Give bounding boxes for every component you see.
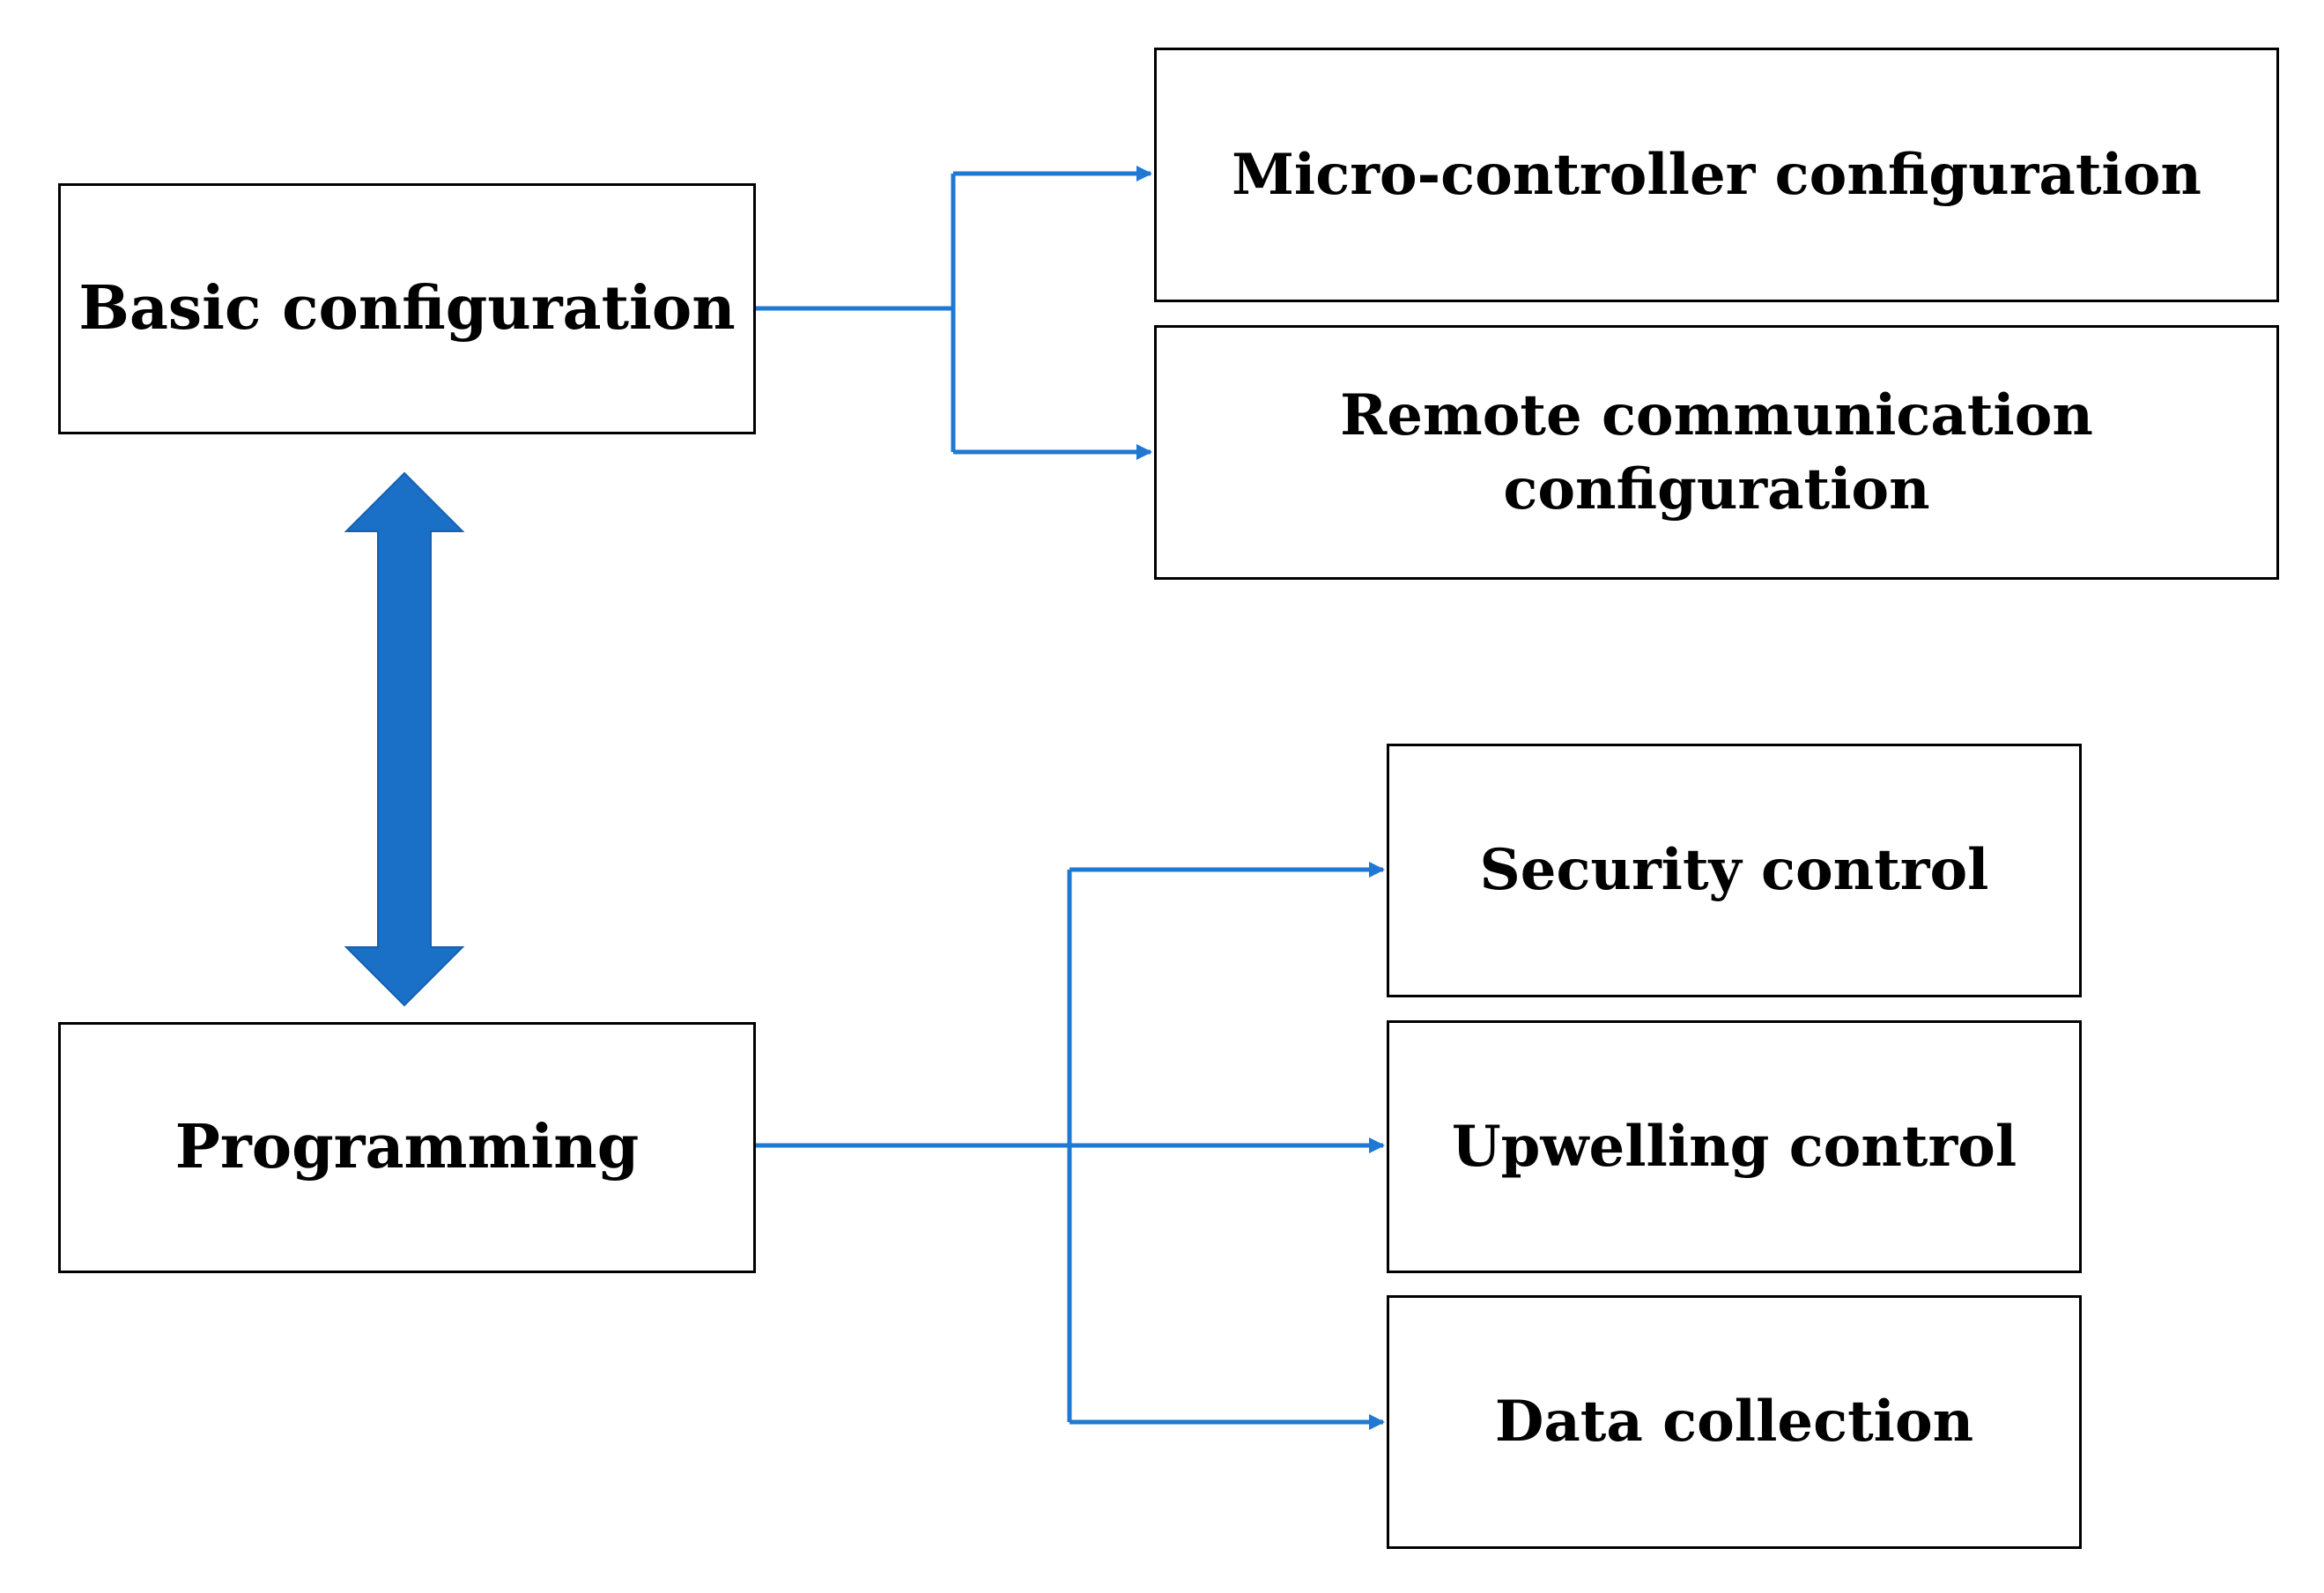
node-micro-controller-configuration-label: Micro-controller configuration bbox=[1232, 141, 2202, 208]
node-remote-communication-configuration: Remote communication configuration bbox=[1154, 325, 2279, 580]
node-remote-communication-label-line2: configuration bbox=[1503, 456, 1930, 522]
arrowhead-security-control bbox=[1369, 862, 1385, 878]
arrowhead-micro-controller bbox=[1136, 166, 1152, 182]
node-security-control-label: Security control bbox=[1479, 837, 1989, 904]
node-data-collection-label: Data collection bbox=[1494, 1389, 1974, 1456]
arrowhead-upwelling-control bbox=[1369, 1137, 1385, 1153]
node-basic-configuration: Basic configuration bbox=[58, 183, 756, 434]
node-programming: Programming bbox=[58, 1022, 756, 1273]
node-basic-configuration-label: Basic configuration bbox=[78, 273, 736, 345]
node-upwelling-control: Upwelling control bbox=[1387, 1020, 2082, 1273]
node-remote-communication-label-line1: Remote communication bbox=[1340, 382, 2093, 449]
arrowhead-remote-communication bbox=[1136, 444, 1152, 460]
node-programming-label: Programming bbox=[174, 1112, 640, 1183]
node-data-collection: Data collection bbox=[1387, 1295, 2082, 1549]
node-micro-controller-configuration: Micro-controller configuration bbox=[1154, 48, 2279, 302]
bidirectional-arrow bbox=[344, 471, 465, 1007]
arrowhead-data-collection bbox=[1369, 1414, 1385, 1430]
node-upwelling-control-label: Upwelling control bbox=[1451, 1113, 2017, 1180]
node-security-control: Security control bbox=[1387, 744, 2082, 997]
